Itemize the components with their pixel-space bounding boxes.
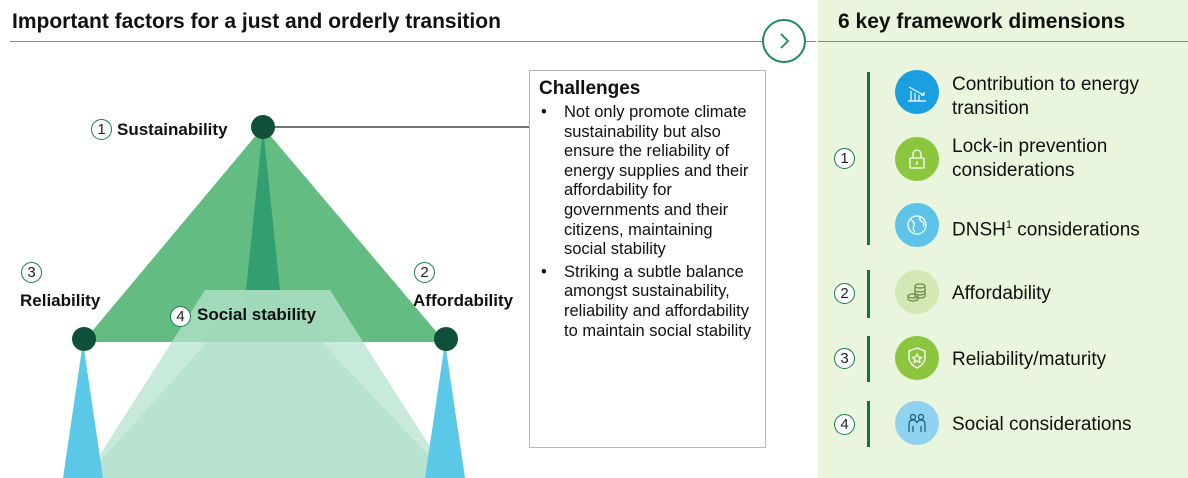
title-divider (10, 41, 816, 42)
right-title-divider (818, 41, 1188, 42)
energy-transition-icon (895, 70, 939, 114)
globe-icon (895, 203, 939, 247)
dimension-affordability: Affordability (952, 283, 1051, 304)
group-2-bar (867, 270, 870, 318)
affordability-label: Affordability (413, 291, 514, 310)
dimension-lock-in: Lock-in prevention considerations (952, 136, 1108, 181)
sustainability-label: Sustainability (117, 120, 228, 139)
lock-icon (895, 137, 939, 181)
left-blue-beam (63, 342, 103, 478)
affordability-number: 2 (414, 262, 435, 283)
challenge-item: Not only promote climate sustainability … (539, 103, 757, 260)
reliability-node (72, 327, 96, 351)
transition-triangle-diagram (63, 115, 529, 478)
group-4-bar (867, 401, 870, 447)
dnsh-footnote: 1 (1005, 219, 1012, 231)
group-3-bar (867, 336, 870, 382)
left-section-title: Important factors for a just and orderly… (12, 10, 501, 33)
shield-icon (895, 336, 939, 380)
dnsh-label: DNSH (952, 219, 1006, 241)
dimension-energy-transition: Contribution to energy transition (952, 74, 1139, 119)
group-4-number: 4 (834, 414, 855, 435)
central-beam (246, 127, 280, 290)
dimension-dnsh: DNSH1 considerations (952, 213, 1140, 242)
affordability-node (434, 327, 458, 351)
group-3-number: 3 (834, 348, 855, 369)
dimension-social: Social considerations (952, 414, 1132, 435)
people-icon (895, 401, 939, 445)
reliability-number: 3 (21, 262, 42, 283)
challenges-list: Not only promote climate sustainability … (539, 103, 757, 341)
group-2-number: 2 (834, 283, 855, 304)
right-blue-beam (425, 342, 465, 478)
social-stability-label: Social stability (197, 305, 317, 324)
social-stability-number: 4 (170, 306, 191, 327)
dnsh-suffix: considerations (1011, 219, 1140, 241)
reliability-label: Reliability (20, 291, 101, 310)
group-1-number: 1 (834, 148, 855, 169)
coins-icon (895, 270, 939, 314)
challenges-title: Challenges (539, 78, 641, 99)
sustainability-node (251, 115, 275, 139)
chevron-right-icon (780, 33, 790, 49)
right-section-title: 6 key framework dimensions (838, 10, 1126, 33)
dimension-reliability: Reliability/maturity (952, 349, 1107, 370)
challenges-box: Challenges Not only promote climate sust… (529, 70, 766, 448)
group-1-bar (867, 72, 870, 245)
chevron-right-button[interactable] (762, 19, 806, 63)
sustainability-number: 1 (91, 119, 112, 140)
framework-panel (818, 0, 1188, 478)
challenge-item: Striking a subtle balance amongst sustai… (539, 263, 757, 341)
lower-area-overlay (85, 290, 450, 478)
